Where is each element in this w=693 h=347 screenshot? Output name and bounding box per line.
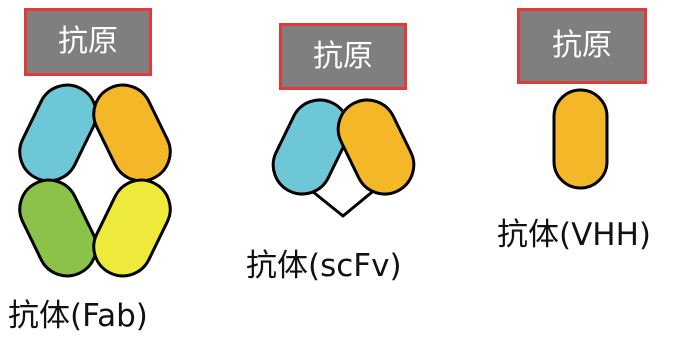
caption-fab: 抗体(Fab) <box>8 298 148 334</box>
fab-light-constant-domain <box>18 178 98 278</box>
scfv-linker <box>301 181 384 218</box>
scfv-heavy-variable-domain <box>336 98 416 196</box>
fab-heavy-constant-domain <box>92 178 172 278</box>
vhh-antibody <box>552 88 609 190</box>
antigen-box-fab: 抗原 <box>24 8 152 76</box>
fab-antibody <box>18 83 172 278</box>
antigen-box-vhh: 抗原 <box>517 8 647 84</box>
antigen-box-scfv: 抗原 <box>279 23 407 90</box>
caption-vhh: 抗体(VHH) <box>497 217 652 253</box>
vhh-variable-domain <box>552 88 609 190</box>
fab-heavy-variable-domain <box>92 83 172 183</box>
caption-scfv: 抗体(scFv) <box>246 248 402 284</box>
scfv-light-variable-domain <box>271 98 351 196</box>
fab-light-variable-domain <box>18 83 98 183</box>
scfv-antibody <box>271 98 416 218</box>
